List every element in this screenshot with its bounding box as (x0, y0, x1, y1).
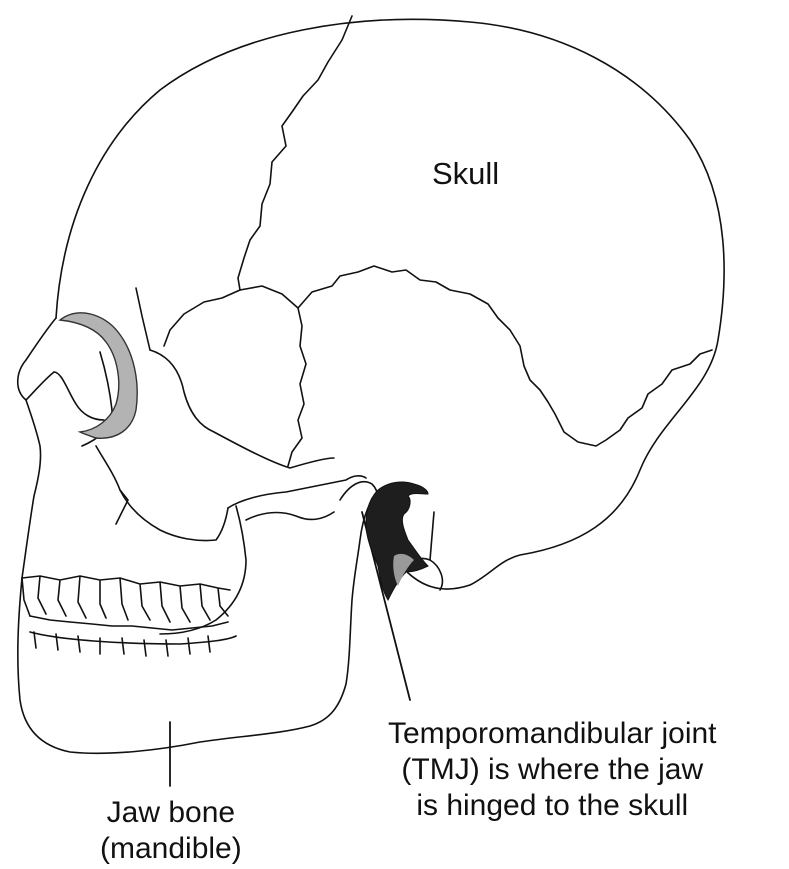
coronoid-process (246, 512, 334, 520)
upper-teeth (22, 576, 230, 622)
orbit-rim (54, 372, 104, 420)
mandible-outline (18, 500, 372, 753)
tmj-label-line-1: Temporomandibular joint (388, 716, 717, 752)
maxilla-line (96, 446, 228, 541)
temporal-suture (288, 308, 306, 466)
coronal-suture (238, 16, 352, 290)
lower-teeth (30, 616, 228, 656)
sphenoid-suture (164, 290, 240, 346)
squamosal-suture (240, 266, 712, 446)
mandible-ramus (160, 506, 246, 634)
tmj-label-line-3: is hinged to the skull (388, 788, 717, 824)
nasal-bone (22, 400, 41, 578)
tmj-label-line-2: (TMJ) is where the jaw (388, 752, 717, 788)
tmj-label: Temporomandibular joint (TMJ) is where t… (388, 716, 717, 824)
skull-label: Skull (432, 156, 499, 192)
jaw-label-line-2: (mandible) (100, 831, 242, 867)
frontal-bone-line (136, 288, 150, 350)
styloid (430, 512, 434, 560)
jaw-label-line-1: Jaw bone (100, 795, 242, 831)
cheek-arch (150, 350, 334, 468)
jaw-label: Jaw bone (mandible) (100, 795, 242, 867)
brow-line (18, 318, 56, 400)
lower-teeth-base (30, 632, 236, 644)
